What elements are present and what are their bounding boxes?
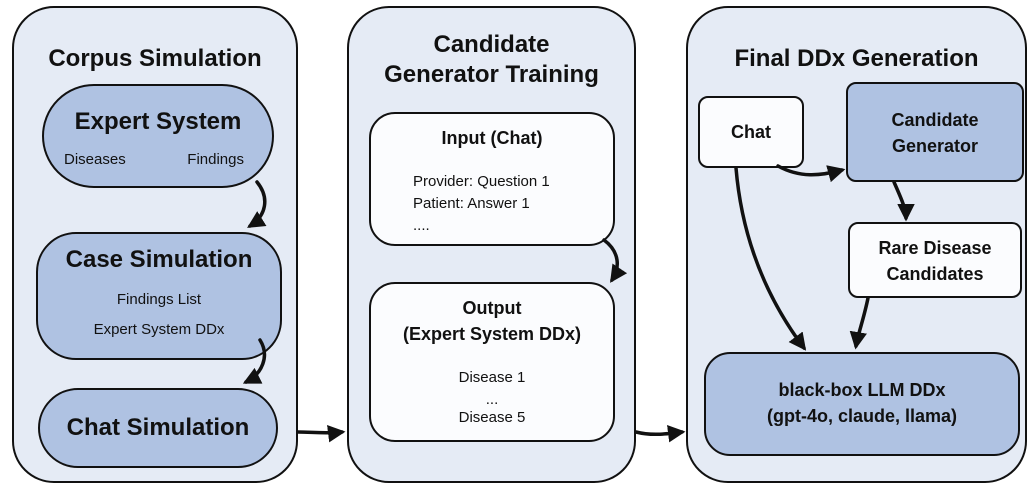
arrow-rare-to-llm xyxy=(849,296,870,350)
arrow-chat-to-llm xyxy=(734,166,807,351)
chat-simulation-title: Chat Simulation xyxy=(66,414,250,441)
final-ddx-generation-panel: Final DDx Generation Chat Candidate Gene… xyxy=(686,6,1027,483)
candidate-generator-line1: Candidate xyxy=(891,110,979,130)
arrow-expert-to-case xyxy=(247,180,267,228)
expert-system-title: Expert System xyxy=(74,108,242,135)
corpus-simulation-panel: Corpus Simulation Expert System Diseases… xyxy=(12,6,298,483)
provider-question-line: Provider: Question 1 xyxy=(413,173,550,190)
arrow-panel2-to-panel3 xyxy=(634,425,686,443)
training-title-line2: Generator Training xyxy=(384,61,599,88)
arrow-panel1-to-panel2 xyxy=(296,425,346,443)
case-simulation-title: Case Simulation xyxy=(65,246,253,273)
llm-ddx-line2: (gpt-4o, claude, llama) xyxy=(766,406,958,426)
rare-disease-line2: Candidates xyxy=(886,264,984,284)
findings-label: Findings xyxy=(187,151,244,168)
output-ddx-box: Output (Expert System DDx) Disease 1 ...… xyxy=(369,282,615,442)
arrow-input-to-output xyxy=(602,238,628,283)
findings-list-label: Findings List xyxy=(116,291,202,308)
rare-disease-candidates-box: Rare Disease Candidates xyxy=(848,222,1022,298)
corpus-simulation-title: Corpus Simulation xyxy=(48,45,262,72)
arrow-generator-to-rare xyxy=(892,180,915,222)
final-ddx-title: Final DDx Generation xyxy=(734,45,979,72)
input-chat-title: Input (Chat) xyxy=(441,128,543,148)
candidate-generator-box: Candidate Generator xyxy=(846,82,1024,182)
arrow-chat-to-generator xyxy=(776,164,846,183)
input-ellipsis: .... xyxy=(413,217,430,234)
training-title-line1: Candidate xyxy=(433,31,550,58)
case-simulation-box: Case Simulation Findings List Expert Sys… xyxy=(36,232,282,360)
chat-label: Chat xyxy=(731,122,771,142)
arrow-case-to-chat xyxy=(242,338,267,384)
llm-ddx-line1: black-box LLM DDx xyxy=(778,380,946,400)
candidate-generator-line2: Generator xyxy=(891,136,979,156)
candidate-generator-training-panel: Candidate Generator Training Input (Chat… xyxy=(347,6,636,483)
input-chat-box: Input (Chat) Provider: Question 1 Patien… xyxy=(369,112,615,246)
disease-1-line: Disease 1 xyxy=(458,369,526,386)
output-title-line1: Output xyxy=(462,298,522,318)
expert-system-ddx-label: Expert System DDx xyxy=(93,321,225,338)
black-box-llm-ddx-box: black-box LLM DDx (gpt-4o, claude, llama… xyxy=(704,352,1020,456)
rare-disease-line1: Rare Disease xyxy=(878,238,992,258)
expert-system-box: Expert System Diseases Findings xyxy=(42,84,274,188)
disease-5-line: Disease 5 xyxy=(458,409,526,426)
chat-box: Chat xyxy=(698,96,804,168)
chat-simulation-box: Chat Simulation xyxy=(38,388,278,468)
patient-answer-line: Patient: Answer 1 xyxy=(413,195,530,212)
output-ellipsis: ... xyxy=(485,391,499,408)
diseases-label: Diseases xyxy=(64,151,126,168)
output-title-line2: (Expert System DDx) xyxy=(402,324,582,344)
